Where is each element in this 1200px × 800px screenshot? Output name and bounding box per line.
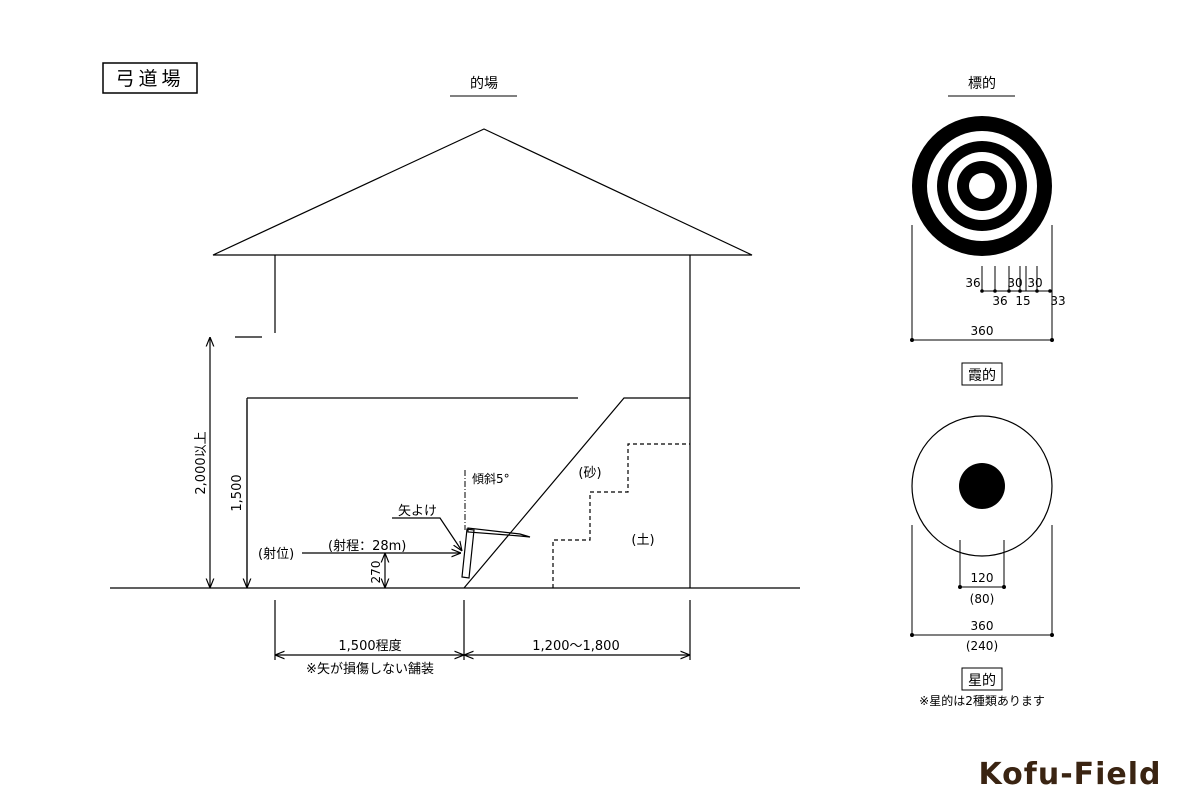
hoshi-inner-diameter: 120 — [971, 571, 994, 585]
hoshi-diameter: 360 — [971, 619, 994, 633]
shooting-position-label: (射位) — [258, 546, 294, 562]
arrow — [467, 527, 531, 538]
sand-label: (砂) — [578, 466, 601, 481]
kasumi-dim: 30 — [1027, 276, 1042, 290]
soil-steps — [552, 443, 690, 588]
height-min-label: 2,000以上 — [194, 431, 209, 494]
kasumi-dim: 15 — [1015, 294, 1030, 308]
targets-heading: 標的 — [968, 76, 996, 92]
range-heading: 的場 — [470, 76, 498, 92]
kasumi-label: 霞的 — [968, 368, 996, 384]
kasumi-dim: 36 — [965, 276, 980, 290]
eave-height-label: 1,500 — [230, 474, 245, 511]
roof — [212, 128, 753, 256]
soil-label: (土) — [631, 533, 654, 548]
arrow-guard-leader — [392, 517, 462, 551]
target-height-label: 270 — [369, 561, 383, 584]
hoshi-inner-diameter-alt: (80) — [970, 592, 995, 606]
drawing-title: 弓道場 — [102, 62, 198, 94]
hoshi-diameter-alt: (240) — [966, 639, 998, 653]
kofu-field-logo: Kofu-Field — [978, 757, 1161, 792]
hoshi-dimensions — [910, 525, 1054, 637]
hoshi-target — [911, 415, 1053, 557]
kasumi-diameter: 360 — [971, 324, 994, 338]
arrow-guard-board — [461, 528, 475, 579]
pavement-note: ※矢が損傷しない舗装 — [306, 662, 434, 677]
arrow-guard-label: 矢よけ — [398, 504, 437, 519]
range-structure — [110, 128, 800, 660]
kasumi-dim: 33 — [1050, 294, 1065, 308]
front-width-label: 1,500程度 — [338, 638, 401, 654]
kasumi-dimensions — [910, 225, 1054, 342]
hoshi-note: ※星的は2種類あります — [919, 693, 1045, 708]
kasumi-label-box — [961, 362, 1003, 386]
kasumi-target — [912, 116, 1052, 256]
shooting-distance-label: (射程：28m) — [328, 538, 406, 554]
kasumi-dim: 36 — [992, 294, 1007, 308]
hoshi-label-box — [961, 667, 1003, 691]
azuchi-slope — [463, 397, 690, 589]
back-width-label: 1,200〜1,800 — [532, 639, 619, 654]
kasumi-dim: 30 — [1007, 276, 1022, 290]
title-text: 弓道場 — [115, 68, 184, 90]
hoshi-label: 星的 — [968, 673, 996, 689]
tilt-label: 傾斜5° — [472, 472, 510, 486]
